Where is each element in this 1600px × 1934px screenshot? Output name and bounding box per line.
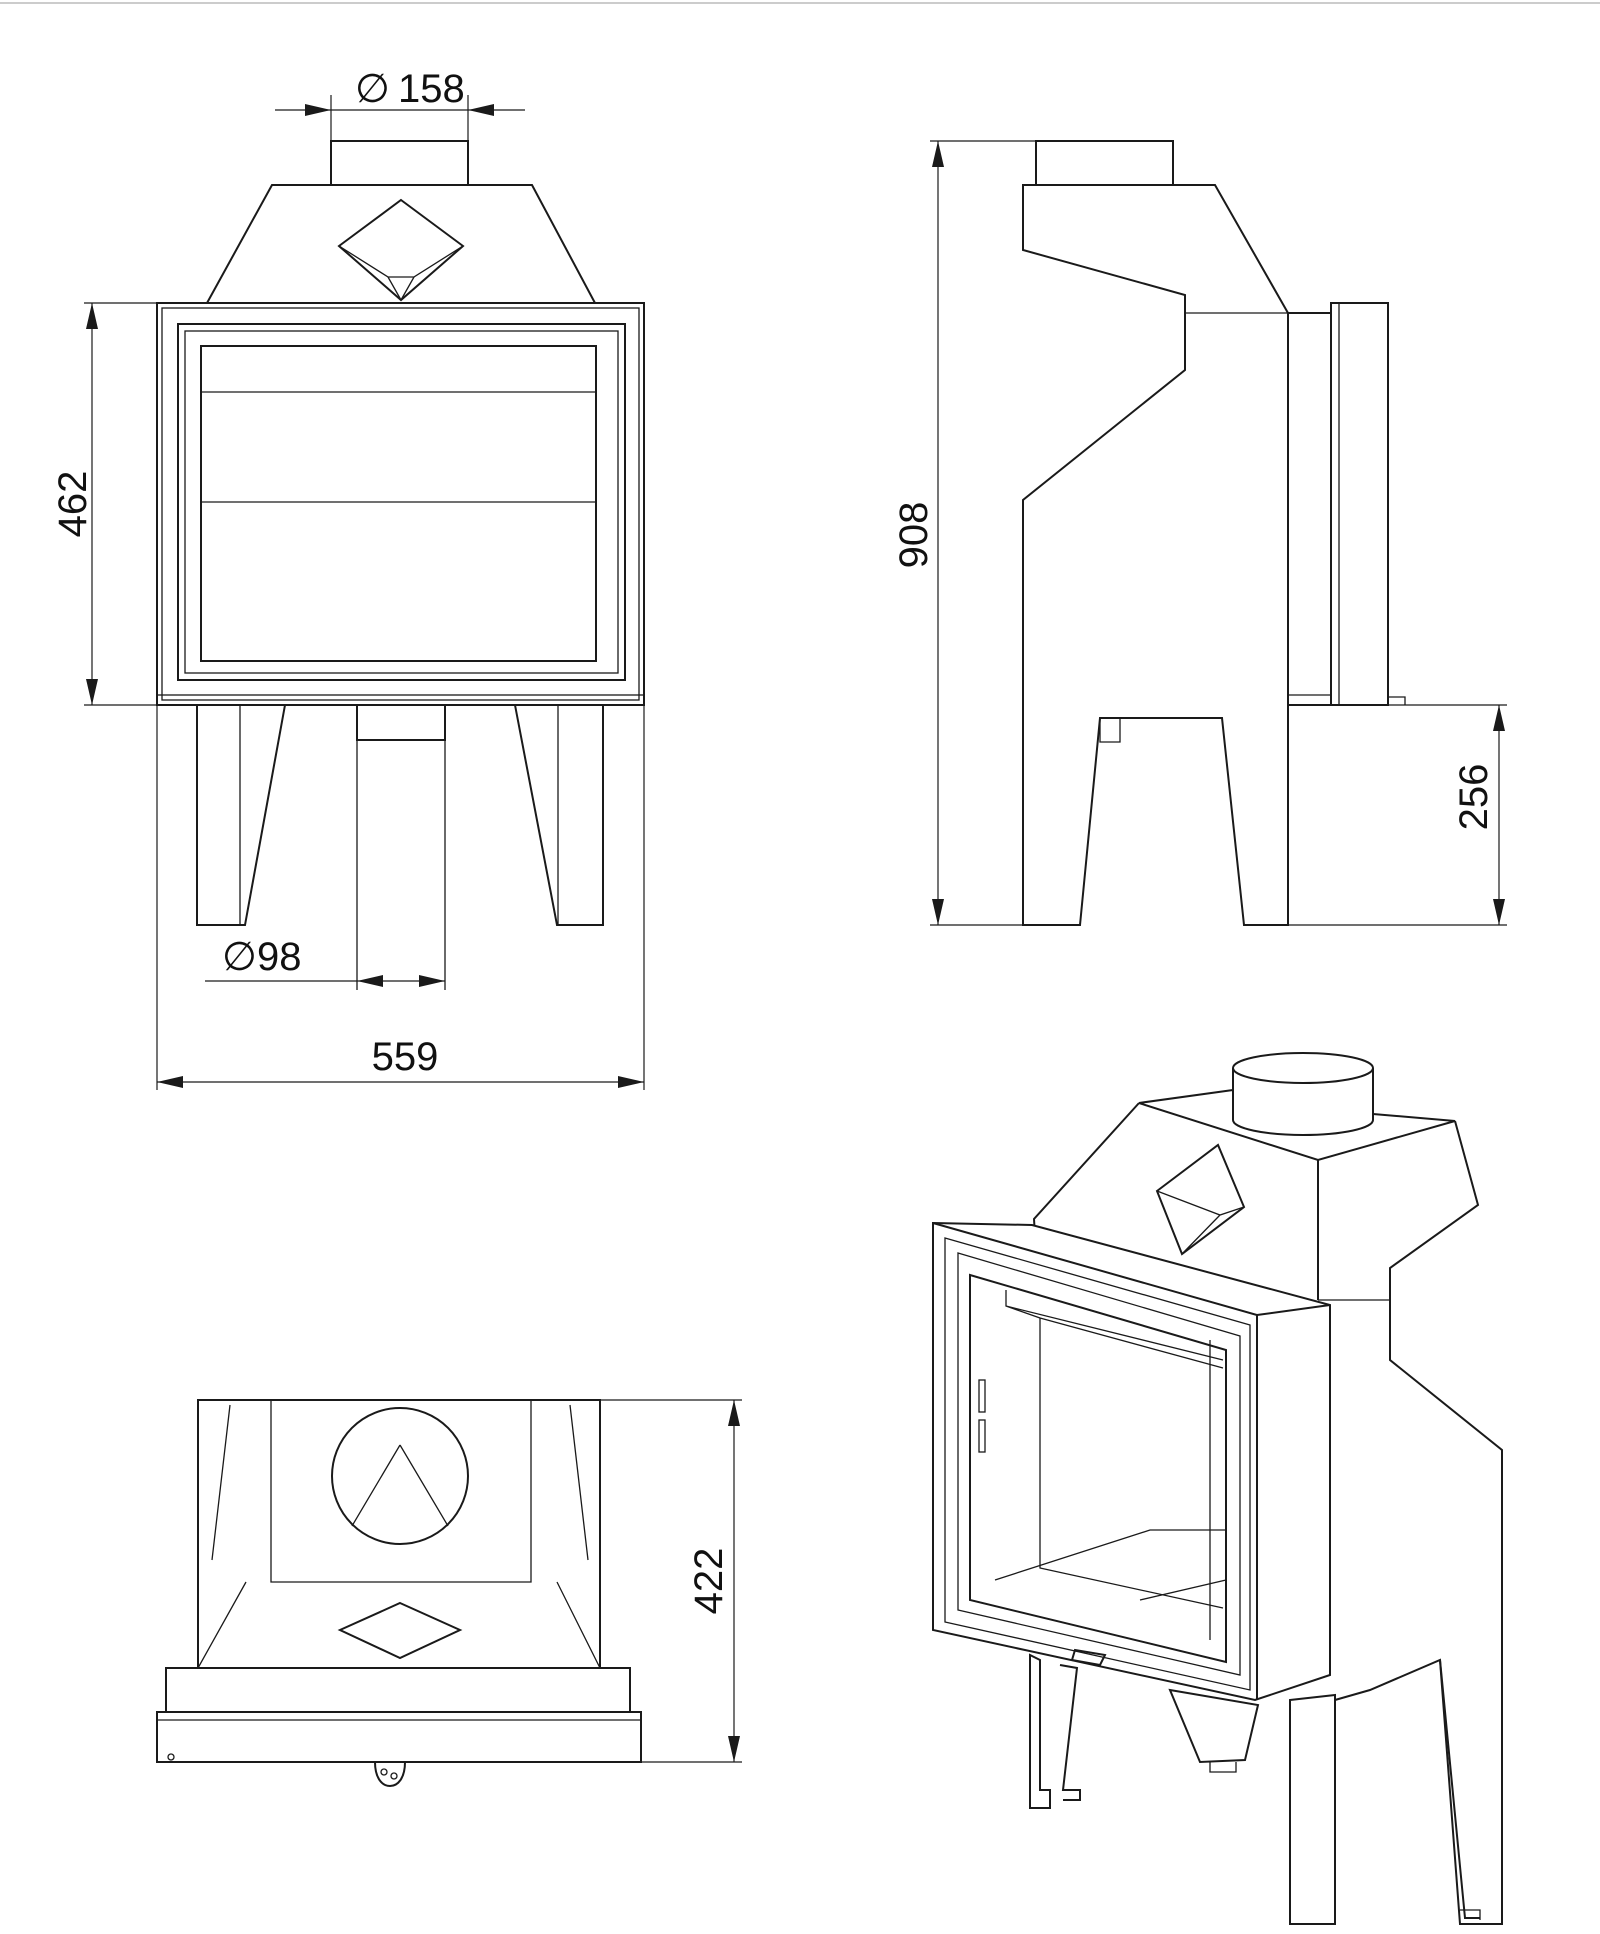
top-leg-lines xyxy=(211,1404,589,1561)
iso-door-outer xyxy=(932,1221,1331,1702)
front-body-frame xyxy=(156,302,645,706)
iso-firebox-floor xyxy=(994,1529,1226,1581)
iso-flue-top xyxy=(1232,1052,1374,1084)
front-dimensions: ∅ 158 462 ∅ 98 559 xyxy=(51,67,645,1090)
side-bracket xyxy=(1099,718,1121,743)
side-body-outline xyxy=(1022,184,1289,926)
iso-flue-pipe xyxy=(1232,1068,1374,1136)
dim-98-arrow-left xyxy=(357,975,383,987)
iso-hinge-top xyxy=(978,1379,986,1413)
iso-leg-front-left xyxy=(1029,1653,1051,1809)
side-view xyxy=(1022,140,1406,926)
dim-98-label: 98 xyxy=(257,935,302,979)
dim-98-diameter-symbol: ∅ xyxy=(222,935,257,979)
iso-door-frame xyxy=(944,1237,1251,1691)
dim-462-arrow-bottom xyxy=(86,679,98,705)
dim-422-arrow-bottom xyxy=(728,1736,740,1762)
isometric-view xyxy=(932,1052,1503,1925)
dim-158-diameter-symbol: ∅ xyxy=(355,67,390,111)
top-handle xyxy=(373,1761,407,1788)
iso-door-top-edge xyxy=(1256,1304,1331,1316)
dim-908-label: 908 xyxy=(892,502,936,569)
top-dimensions: 422 xyxy=(600,1399,742,1763)
top-flue-vent xyxy=(351,1444,449,1527)
iso-door-handle xyxy=(1070,1648,1107,1667)
top-door-pin xyxy=(167,1753,175,1761)
side-handle xyxy=(1388,696,1406,705)
dim-559-arrow-right xyxy=(618,1076,644,1088)
dim-158-label: 158 xyxy=(398,67,465,111)
dim-422-arrow-top xyxy=(728,1400,740,1426)
front-flue-pipe xyxy=(330,140,469,186)
top-door-frame xyxy=(165,1667,631,1713)
iso-hood-vent xyxy=(1155,1143,1246,1256)
iso-leg-back xyxy=(1289,1693,1336,1925)
iso-firebox-back xyxy=(1139,1340,1227,1640)
iso-door-frame-inner xyxy=(957,1252,1241,1676)
dim-422-label: 422 xyxy=(687,1548,731,1615)
dim-256-arrow-top xyxy=(1493,705,1505,731)
dim-158-arrow-right xyxy=(468,104,494,116)
side-flue-pipe xyxy=(1035,140,1174,186)
iso-leg-front-right xyxy=(1168,1688,1260,1764)
top-hood-inner xyxy=(270,1400,532,1583)
iso-firebox-lines xyxy=(1005,1290,1224,1609)
iso-leg-front-left-side xyxy=(1059,1664,1081,1801)
side-door-frame xyxy=(1287,312,1332,706)
front-glass xyxy=(200,345,597,662)
dim-256-arrow-bottom xyxy=(1493,899,1505,925)
top-handle-hole-2 xyxy=(390,1772,398,1780)
top-flue-circle xyxy=(331,1407,469,1545)
iso-hood-vent-inner xyxy=(1156,1190,1245,1255)
top-hood-diagonals xyxy=(197,1581,601,1669)
front-air-inlet xyxy=(356,704,446,741)
dim-559-label: 559 xyxy=(372,1035,439,1079)
dim-462-label: 462 xyxy=(51,471,95,538)
dim-462-arrow-top xyxy=(86,303,98,329)
dim-158-arrow-left xyxy=(305,104,331,116)
front-leg-left xyxy=(196,704,287,926)
iso-hood-top xyxy=(1138,1089,1456,1162)
front-leg-right xyxy=(513,704,604,926)
dim-98-arrow-right xyxy=(419,975,445,987)
dim-559-arrow-left xyxy=(157,1076,183,1088)
front-hood-vent xyxy=(337,198,465,302)
dim-908-arrow-bottom xyxy=(932,899,944,925)
side-door-front xyxy=(1330,302,1389,706)
front-door-frame-inner xyxy=(184,330,619,674)
front-view xyxy=(156,140,645,990)
front-hood xyxy=(205,184,597,304)
dim-908-arrow-top xyxy=(932,141,944,167)
dim-256-label: 256 xyxy=(1452,764,1496,831)
iso-hinge-bottom xyxy=(978,1419,986,1453)
iso-leg-front-right-foot xyxy=(1209,1762,1237,1773)
top-body-outline xyxy=(197,1399,601,1669)
top-view xyxy=(156,1399,642,1788)
front-door-frame xyxy=(177,323,626,681)
front-hood-vent-inner xyxy=(338,245,464,302)
top-vent-diamond xyxy=(337,1601,463,1660)
iso-leg-side-foot xyxy=(1460,1909,1481,1920)
front-body-frame-inner xyxy=(161,307,640,701)
iso-leg-side xyxy=(1439,1659,1480,1919)
iso-glass xyxy=(969,1273,1227,1664)
iso-side-body xyxy=(1334,1300,1503,1925)
top-vent-diamond-inner xyxy=(339,1629,461,1659)
top-handle-hole-1 xyxy=(380,1768,388,1776)
side-dimensions: 908 256 xyxy=(892,140,1507,926)
